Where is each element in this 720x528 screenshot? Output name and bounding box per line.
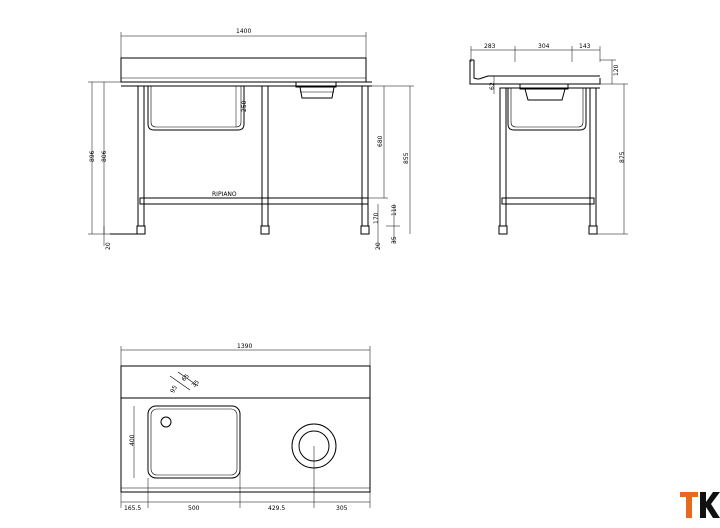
shelf-label: RIPIANO	[212, 191, 237, 198]
foot-label: 20	[105, 242, 112, 250]
side-dim-304: 304	[538, 43, 550, 50]
height-170-label: 170	[373, 212, 380, 224]
plan-radius-label: 95	[169, 384, 179, 394]
side-rim-label: 62	[489, 82, 496, 90]
height-896-label: 896	[89, 150, 96, 162]
foot-height-label: 35	[391, 236, 398, 244]
foot-right-label: 20	[375, 242, 382, 250]
plan-dim-305: 305	[336, 505, 348, 512]
front-view: 1400 250 RIPIANO 896 806	[88, 28, 414, 250]
height-806-label: 806	[101, 150, 108, 162]
side-dim-143: 143	[579, 43, 591, 50]
plan-hole-r2-label: 35	[190, 379, 200, 389]
side-view: 283 304 143 120 62 875	[469, 43, 628, 235]
plan-hole-r1-label: 65	[180, 373, 190, 383]
height-680-label: 680	[377, 135, 384, 147]
plan-dim-500: 500	[188, 505, 200, 512]
side-height-label: 875	[619, 151, 626, 163]
plan-view: 1390 95 65 35 400 165.5 500 429.5 305	[120, 343, 371, 512]
plan-dim-165: 165.5	[124, 505, 141, 512]
sink-depth-label: 250	[241, 100, 248, 112]
front-width-label: 1400	[236, 28, 251, 35]
height-110-label: 110	[391, 204, 398, 216]
side-upstand-label: 120	[613, 64, 620, 76]
side-dim-283: 283	[484, 43, 496, 50]
plan-dim-429: 429.5	[268, 505, 285, 512]
plan-sink-depth-label: 400	[129, 434, 136, 446]
height-855-label: 855	[403, 152, 410, 164]
tk-logo	[680, 492, 720, 518]
plan-width-label: 1390	[237, 343, 252, 350]
